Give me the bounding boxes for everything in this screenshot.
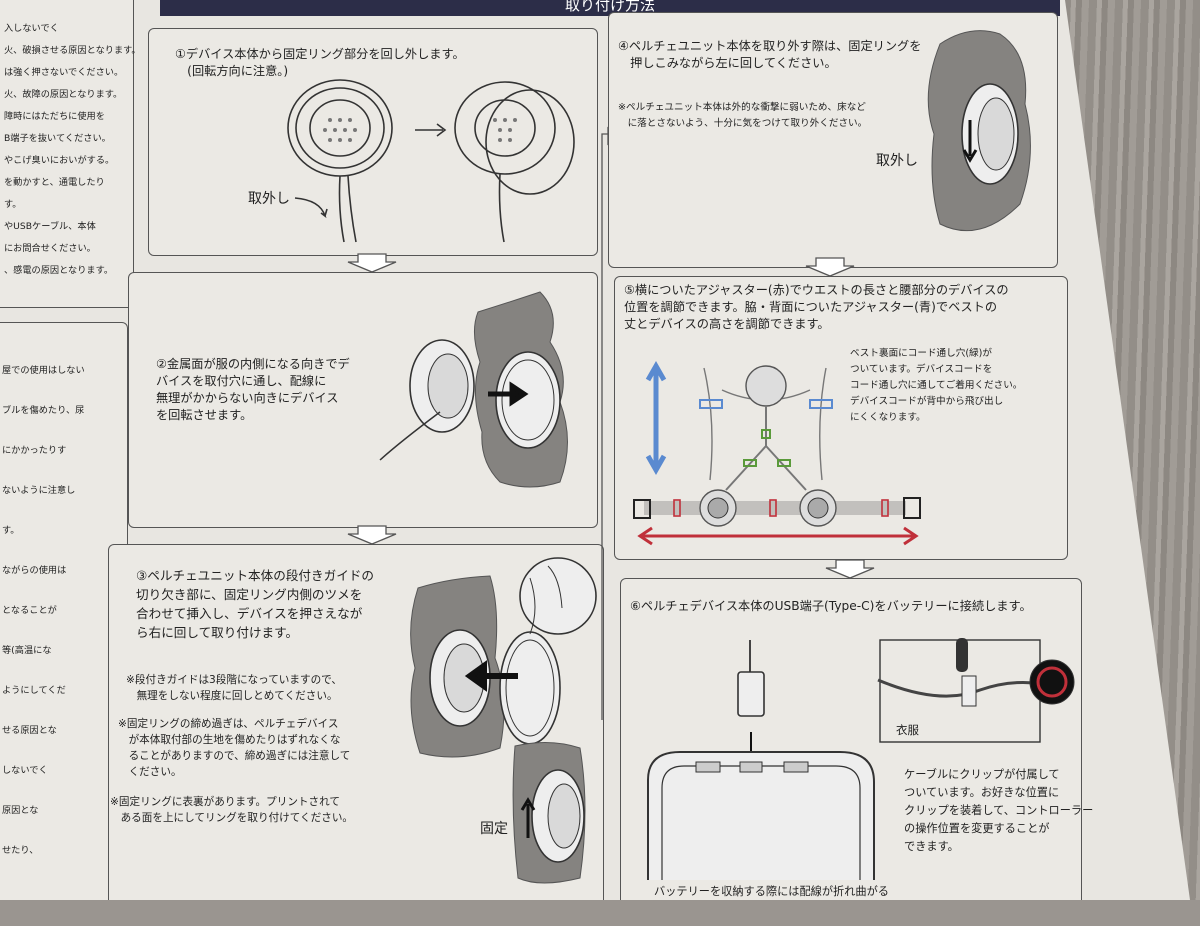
left-column-line: す。 [4,199,22,210]
step-6-label-clothes: 衣服 [896,723,919,737]
left-column-line: ながらの使用は [2,565,67,576]
left-column-line: 火、故障の原因となります。 [4,89,123,100]
left-column-line: ないように注意し [2,485,76,496]
step-5-panel [614,276,1068,560]
left-column-line: を動かすと、通電したり [4,177,105,188]
left-column-line: す。 [2,525,20,536]
step-2-text: ②金属面が服の内側になる向きでデ バイスを取付穴に通し、配線に 無理がかからない… [156,357,350,422]
left-column-line: となることが [2,605,57,616]
left-column-line: にかかったりす [2,445,67,456]
step-4-illustration [927,30,1031,232]
left-column-line: せる原因とな [2,725,57,736]
left-column-line: ブルを傷めたり、尿 [2,405,85,416]
instruction-sheet: 入しないでく火、破損させる原因となります。は強く押さないでください。火、故障の原… [0,0,1190,900]
step-3-note-1: ※段付きガイドは3段階になっていますので、 無理をしない程度に回しとめてください… [126,674,342,702]
left-column-line: 、感電の原因となります。 [4,265,114,276]
step-1-illustration [287,79,575,243]
left-column-line: B端子を抜いてください。 [4,133,111,144]
step-4-label-remove: 取外し [876,153,918,169]
step-6-note: ケーブルにクリップが付属して ついています。お好きな位置に クリップを装着して、… [904,768,1094,853]
left-column-line: 屋での使用はしない [2,365,85,376]
step-5-note: ベスト裏面にコード通し穴(緑)が ついています。デバイスコードを コード通し穴に… [850,348,1023,423]
left-column-line: ようにしてくだ [2,685,66,696]
left-column-line: 入しないでく [4,23,59,34]
left-column-line: やUSBケーブル、本体 [4,221,96,232]
step-1-label-remove: 取外し [248,191,290,207]
down-arrow-2 [347,525,397,545]
header-title: 取り付け方法 [564,0,655,14]
left-column-line: 火、破損させる原因となります。 [4,45,141,56]
step-5-illustration [633,360,921,546]
step-3-note-3: ※固定リングに表裏があります。プリントされて ある面を上にしてリングを取り付けて… [110,796,354,824]
step-5-text: ⑤横についたアジャスター(赤)でウエストの長さと腰部分のデバイスの 位置を調節で… [624,283,1009,331]
step-4-text: ④ペルチェユニット本体を取り外す際は、固定リングを 押しこみながら左に回してくだ… [618,39,922,70]
left-column-line: 原因とな [2,805,39,816]
left-column-line: せたり、 [2,845,39,856]
left-column-line: は強く押さないでください。 [4,67,124,78]
step-1-panel [148,28,598,256]
down-arrow-4 [805,257,855,277]
step-6-illustration [647,638,1075,880]
down-arrow-5 [825,559,875,579]
step-2-illustration [379,291,568,488]
left-warning-box-top [0,0,134,308]
left-column-line: 障時にはただちに使用を [4,111,105,122]
step-1-text: ①デバイス本体から固定リング部分を回し外します。 (回転方向に注意。) [175,47,465,78]
step-3-label-fix: 固定 [480,821,508,837]
step-6-text: ⑥ペルチェデバイス本体のUSB端子(Type-C)をバッテリーに接続します。 [630,599,1032,613]
step-3-text: ③ペルチェユニット本体の段付きガイドの 切り欠き部に、固定リング内側のツメを 合… [136,568,374,640]
step-3-illustration [410,557,597,884]
left-column-line: 等(高温にな [2,645,52,656]
left-column-line: やこげ臭いにおいがする。 [4,155,115,166]
step-6-footer: バッテリーを収納する際には配線が折れ曲がる [654,885,889,898]
down-arrow-1 [347,253,397,273]
step-3-note-2: ※固定リングの締め過ぎは、ペルチェデバイス が本体取付部の生地を傷めたりはずれな… [118,718,351,778]
left-column-line: しないでく [2,765,48,776]
step-4-note: ※ペルチェユニット本体は外的な衝撃に弱いため、床など に落とさないよう、十分に気… [618,102,868,129]
left-column-line: にお問合せください。 [4,243,96,254]
